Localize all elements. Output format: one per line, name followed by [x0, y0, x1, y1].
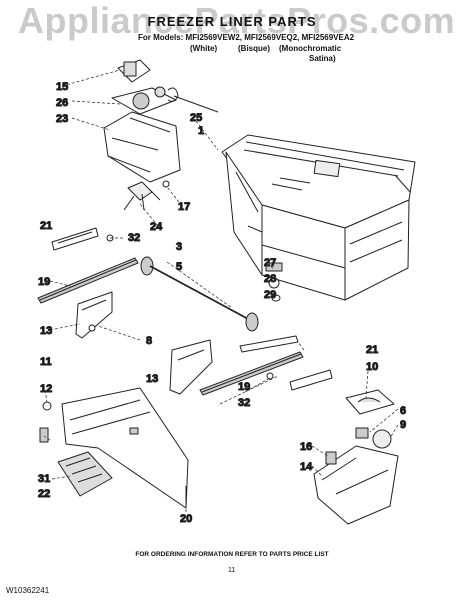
watermark: AppliancePartsPros.com: [18, 0, 456, 41]
callout-25: 25: [190, 112, 202, 124]
callout-29: 29: [264, 289, 276, 301]
callout-26: 26: [56, 97, 68, 109]
callout-14: 14: [300, 461, 313, 473]
callout-28: 28: [264, 273, 276, 285]
callout-16: 16: [300, 441, 312, 453]
axle-assembly: [140, 256, 259, 332]
callout-19-left: 19: [38, 276, 50, 288]
page-title: FREEZER LINER PARTS: [147, 14, 317, 29]
callout-23: 23: [56, 113, 68, 125]
callout-32-right: 32: [238, 397, 250, 409]
callout-8: 8: [146, 335, 152, 347]
callout-31: 31: [38, 473, 50, 485]
callout-labels: 15 26 23 25 1 17 24 21 32 3 5 19 27 28 2…: [38, 81, 407, 526]
leader-lines: [43, 69, 399, 512]
callout-19-right: 19: [238, 381, 250, 393]
document-number: W10362241: [6, 586, 50, 595]
callout-20: 20: [180, 513, 192, 525]
callout-1: 1: [198, 125, 204, 137]
right-slide-rail: [169, 335, 333, 396]
callout-17: 17: [178, 201, 190, 213]
light-housing: [313, 389, 399, 525]
freezer-liner: [221, 134, 416, 301]
callout-32-left: 32: [128, 232, 140, 244]
callout-15: 15: [56, 81, 68, 93]
callout-3: 3: [176, 241, 182, 253]
callout-13-left: 13: [40, 325, 52, 337]
callout-9: 9: [400, 419, 406, 431]
page-number: 11: [228, 567, 236, 574]
callout-5: 5: [176, 261, 182, 273]
callout-10: 10: [366, 361, 378, 373]
callout-24: 24: [150, 221, 163, 233]
color-monochromatic: (Monochromatic: [279, 44, 342, 53]
callout-21-left: 21: [40, 220, 52, 232]
bumper-hardware: [265, 262, 283, 302]
fan-assembly: [103, 59, 219, 211]
lower-front-panel: [39, 387, 189, 509]
callout-12: 12: [40, 383, 52, 395]
callout-13-right: 13: [146, 373, 158, 385]
color-satina: Satina): [309, 54, 336, 63]
color-bisque: (Bisque): [238, 44, 270, 53]
callout-11: 11: [40, 356, 52, 368]
callout-22: 22: [38, 488, 50, 500]
callout-21-right: 21: [366, 344, 378, 356]
ordering-info-footer: FOR ORDERING INFORMATION REFER TO PARTS …: [135, 551, 329, 558]
models-line: For Models: MFI2569VEW2, MFI2569VEQ2, MF…: [138, 33, 355, 42]
callout-27: 27: [264, 257, 276, 269]
left-slide-rail: [37, 227, 139, 339]
callout-6: 6: [400, 405, 406, 417]
color-white: (White): [190, 44, 218, 53]
